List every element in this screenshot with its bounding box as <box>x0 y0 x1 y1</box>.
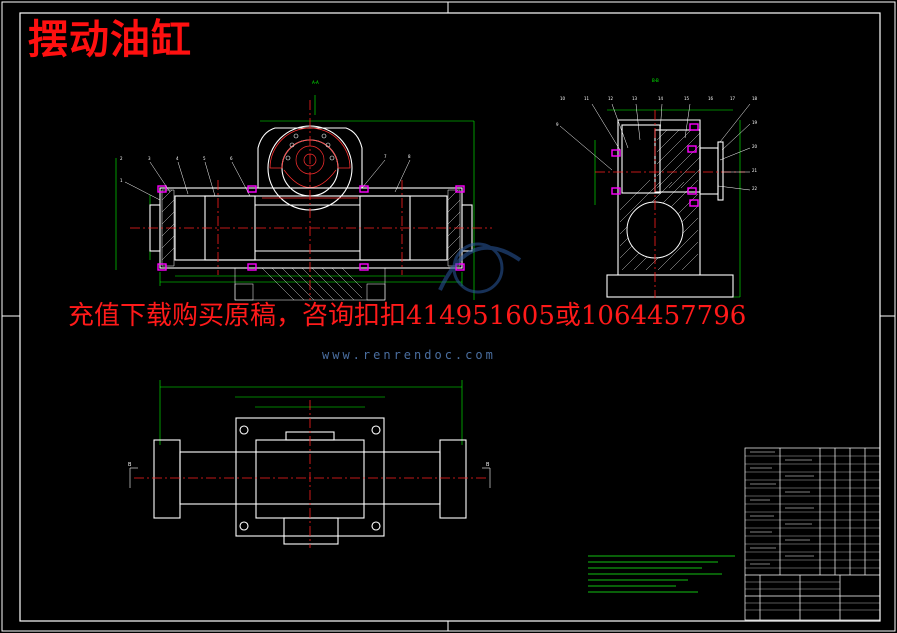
svg-text:2: 2 <box>120 156 123 161</box>
svg-text:20: 20 <box>752 144 758 149</box>
svg-text:9: 9 <box>556 122 559 127</box>
title-block <box>744 447 881 621</box>
svg-text:8: 8 <box>408 154 411 159</box>
svg-text:7: 7 <box>384 154 387 159</box>
svg-text:3: 3 <box>148 156 151 161</box>
svg-text:19: 19 <box>752 120 758 125</box>
front-section-view: 1 2 3 4 5 6 7 8 A-A <box>115 80 492 301</box>
title-block-rows <box>745 455 880 611</box>
svg-text:18: 18 <box>752 96 758 101</box>
svg-text:4: 4 <box>176 156 179 161</box>
svg-text:14: 14 <box>658 96 664 101</box>
svg-text:1: 1 <box>120 178 123 183</box>
watermark-logo-icon <box>438 242 522 294</box>
svg-text:15: 15 <box>684 96 690 101</box>
svg-text:6: 6 <box>230 156 233 161</box>
svg-text:16: 16 <box>708 96 714 101</box>
side-section-view: 9 10 11 12 13 14 15 16 17 18 19 20 21 22 B-B <box>556 78 758 298</box>
watermark-url: www.renrendoc.com <box>322 348 496 362</box>
svg-text:21: 21 <box>752 168 758 173</box>
svg-text:B: B <box>486 462 490 468</box>
svg-text:B: B <box>128 462 132 468</box>
technical-notes-lines <box>588 555 735 593</box>
svg-text:10: 10 <box>560 96 566 101</box>
svg-text:B-B: B-B <box>652 78 659 83</box>
svg-text:5: 5 <box>203 156 206 161</box>
title-block-fillers <box>750 451 814 565</box>
svg-text:22: 22 <box>752 186 758 191</box>
svg-text:12: 12 <box>608 96 614 101</box>
svg-text:A-A: A-A <box>312 80 319 85</box>
svg-text:11: 11 <box>584 96 590 101</box>
promo-banner: 充值下载购买原稿，咨询扣扣414951605或1064457796 <box>68 301 747 331</box>
drawing-title: 摆动油缸 <box>28 16 192 63</box>
svg-text:17: 17 <box>730 96 736 101</box>
svg-text:13: 13 <box>632 96 638 101</box>
inner-frame <box>19 12 881 622</box>
